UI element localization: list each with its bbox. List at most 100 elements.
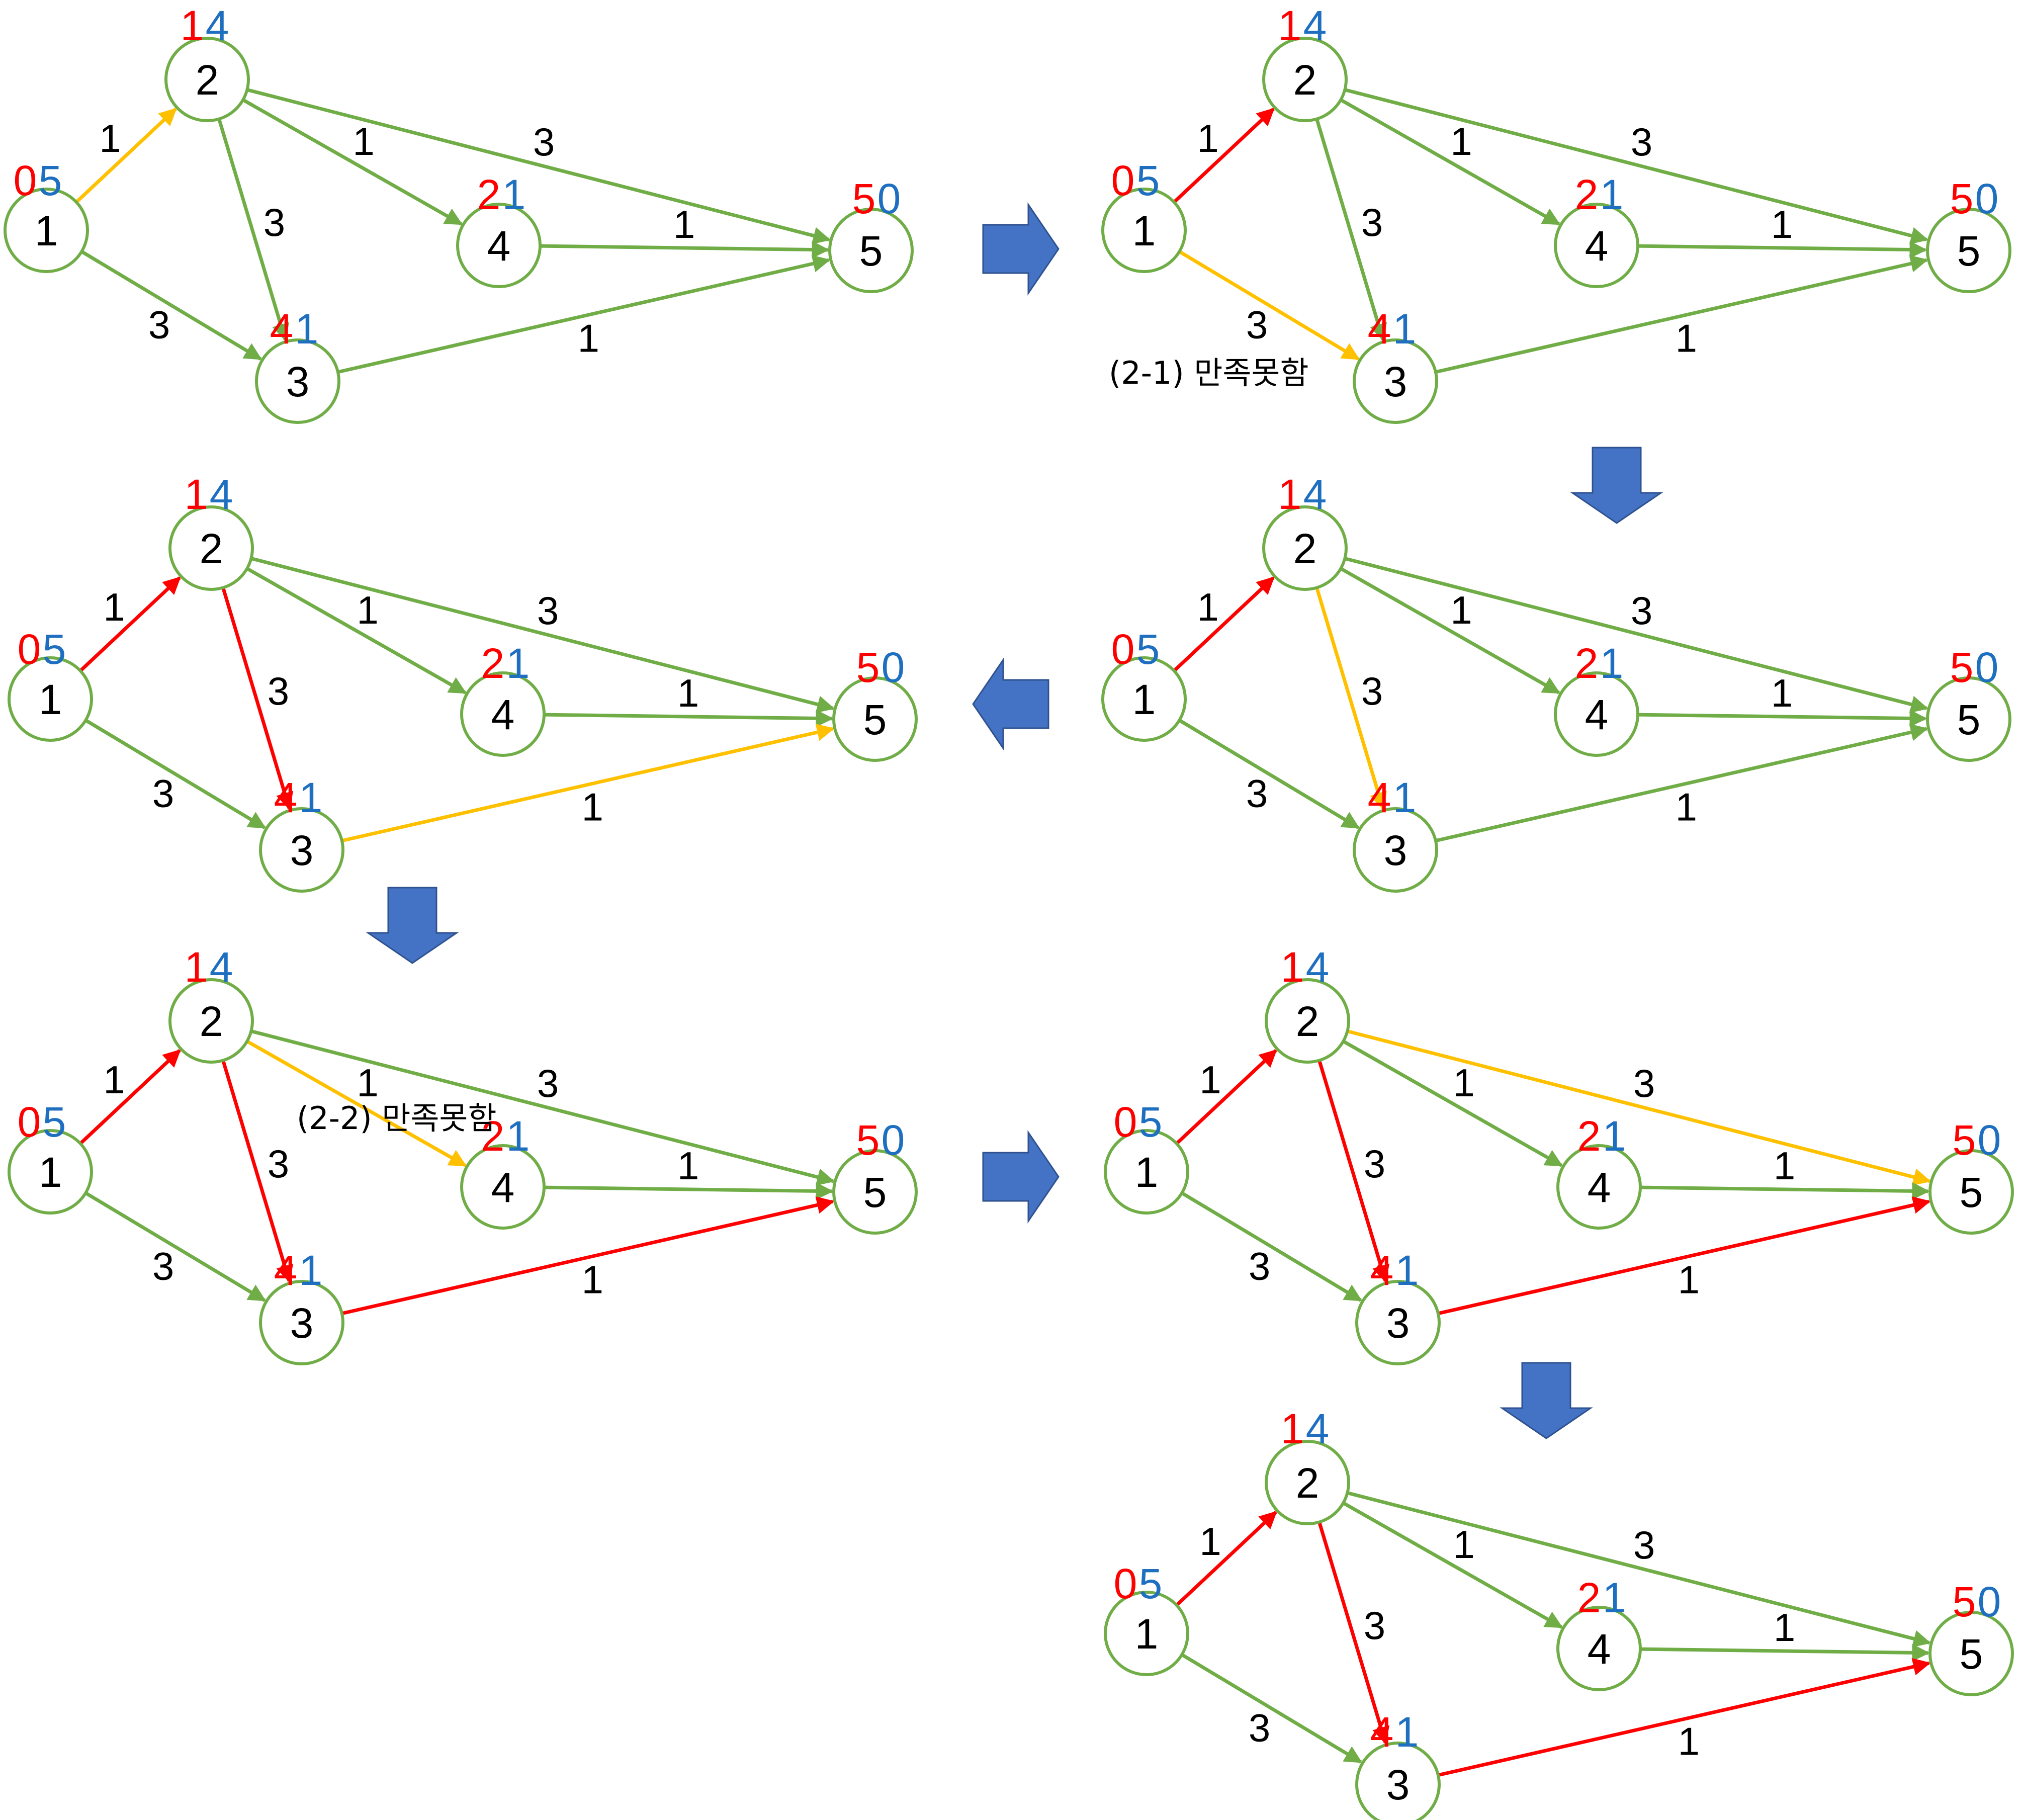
node-label: 5 (863, 1169, 887, 1216)
flow-arrow-left-icon (972, 657, 1049, 751)
edge-weight-2-5: 3 (1633, 1523, 1655, 1567)
node-label: 3 (1386, 1299, 1410, 1347)
edge-weight-3-5: 1 (1676, 316, 1697, 360)
node-label: 2 (1296, 1459, 1320, 1507)
node-latest-tag: 1 (299, 774, 323, 821)
edge-2-4 (1340, 567, 1561, 695)
edge-2-4 (246, 1039, 467, 1167)
node-4 (1554, 671, 1639, 757)
edge-4-5 (1637, 240, 1927, 258)
node-label: 3 (1384, 358, 1408, 405)
node-earliest-tag: 0 (18, 1098, 41, 1146)
edge-weight-3-5: 1 (1676, 785, 1697, 829)
node-latest-tag: 1 (1395, 1247, 1419, 1294)
node-earliest-tag: 0 (1114, 1098, 1137, 1146)
edge-weight-1-2: 1 (1197, 116, 1218, 160)
node-earliest-tag: 0 (1111, 157, 1135, 204)
node-latest-tag: 5 (1136, 157, 1160, 204)
node-label: 5 (1960, 1169, 1983, 1216)
node-4 (460, 1144, 546, 1230)
edge-4-5 (540, 240, 830, 258)
edge-weight-4-5: 1 (677, 1144, 699, 1188)
edge-2-5 (1347, 1491, 1931, 1648)
edge-1-2 (79, 1049, 181, 1145)
node-1 (1104, 1591, 1189, 1676)
node-2 (1262, 505, 1348, 591)
edge-3-5 (337, 255, 831, 374)
edge-2-3 (1317, 1060, 1389, 1283)
edge-1-3 (84, 719, 267, 829)
edge-weight-2-5: 3 (1633, 1061, 1655, 1105)
edge-2-5 (1344, 88, 1929, 244)
edge-4-5 (1637, 709, 1927, 727)
node-earliest-tag: 4 (270, 305, 294, 353)
node-2 (1265, 1440, 1350, 1525)
edge-2-4 (242, 98, 463, 226)
edge-weight-1-2: 1 (1199, 1058, 1221, 1102)
node-5 (832, 1149, 918, 1235)
edge-3-5 (1435, 255, 1928, 374)
node-earliest-tag: 0 (18, 626, 41, 673)
node-5 (832, 676, 918, 762)
node-latest-tag: 1 (506, 640, 530, 687)
node-label: 5 (863, 696, 887, 743)
node-label: 1 (1132, 207, 1156, 254)
node-earliest-tag: 0 (1111, 626, 1135, 673)
edge-1-3 (84, 1191, 267, 1302)
edge-2-3 (1317, 1521, 1389, 1745)
node-earliest-tag: 2 (1577, 1112, 1601, 1160)
edge-2-5 (246, 88, 831, 244)
edge-weight-2-4: 1 (1453, 1061, 1474, 1105)
node-1 (1101, 188, 1187, 273)
node-label: 4 (1585, 222, 1609, 270)
edge-weight-3-5: 1 (1678, 1257, 1700, 1302)
edge-weight-1-2: 1 (1199, 1519, 1221, 1564)
edge-3-5 (1438, 1658, 1931, 1777)
node-label: 2 (200, 525, 223, 572)
edge-weight-1-3: 3 (148, 302, 170, 346)
node-1 (8, 1129, 93, 1215)
edge-3-5 (341, 1196, 835, 1316)
node-label: 4 (491, 691, 515, 738)
node-label: 3 (290, 827, 314, 874)
edge-weight-2-5: 3 (537, 1061, 559, 1105)
node-label: 4 (1588, 1164, 1611, 1211)
edge-2-4 (1340, 98, 1561, 226)
edge-weight-2-4: 1 (357, 588, 378, 632)
node-4 (1556, 1144, 1642, 1230)
node-latest-tag: 4 (206, 2, 229, 49)
node-latest-tag: 4 (210, 471, 233, 518)
step-note: (2-1) 만족못함 (1109, 355, 1309, 391)
edge-weight-1-3: 3 (1246, 771, 1268, 815)
edge-weight-2-3: 3 (268, 669, 289, 713)
node-latest-tag: 5 (43, 1098, 66, 1146)
node-latest-tag: 0 (877, 175, 901, 222)
node-4 (460, 671, 546, 757)
node-latest-tag: 4 (1303, 2, 1327, 49)
edge-weight-3-5: 1 (582, 1257, 603, 1302)
node-label: 2 (1293, 525, 1317, 572)
node-earliest-tag: 4 (274, 774, 298, 821)
node-earliest-tag: 1 (1281, 943, 1304, 991)
node-earliest-tag: 5 (1950, 644, 1974, 691)
edge-2-5 (250, 557, 835, 713)
edge-weight-4-5: 1 (1774, 1144, 1795, 1188)
node-3 (259, 807, 344, 893)
node-earliest-tag: 5 (852, 175, 876, 222)
edge-3-5 (1438, 1196, 1931, 1316)
node-latest-tag: 4 (1303, 471, 1327, 518)
edge-weight-1-3: 3 (152, 771, 174, 815)
node-label: 2 (196, 56, 219, 104)
node-latest-tag: 1 (1600, 171, 1624, 218)
node-latest-tag: 5 (1139, 1098, 1163, 1146)
edge-weight-2-5: 3 (1631, 120, 1652, 164)
node-latest-tag: 1 (295, 305, 319, 353)
node-label: 5 (1960, 1630, 1983, 1678)
edge-weight-2-4: 1 (1453, 1522, 1474, 1567)
node-latest-tag: 1 (299, 1247, 323, 1294)
node-3 (1355, 1742, 1441, 1820)
edge-weight-2-4: 1 (353, 119, 374, 163)
